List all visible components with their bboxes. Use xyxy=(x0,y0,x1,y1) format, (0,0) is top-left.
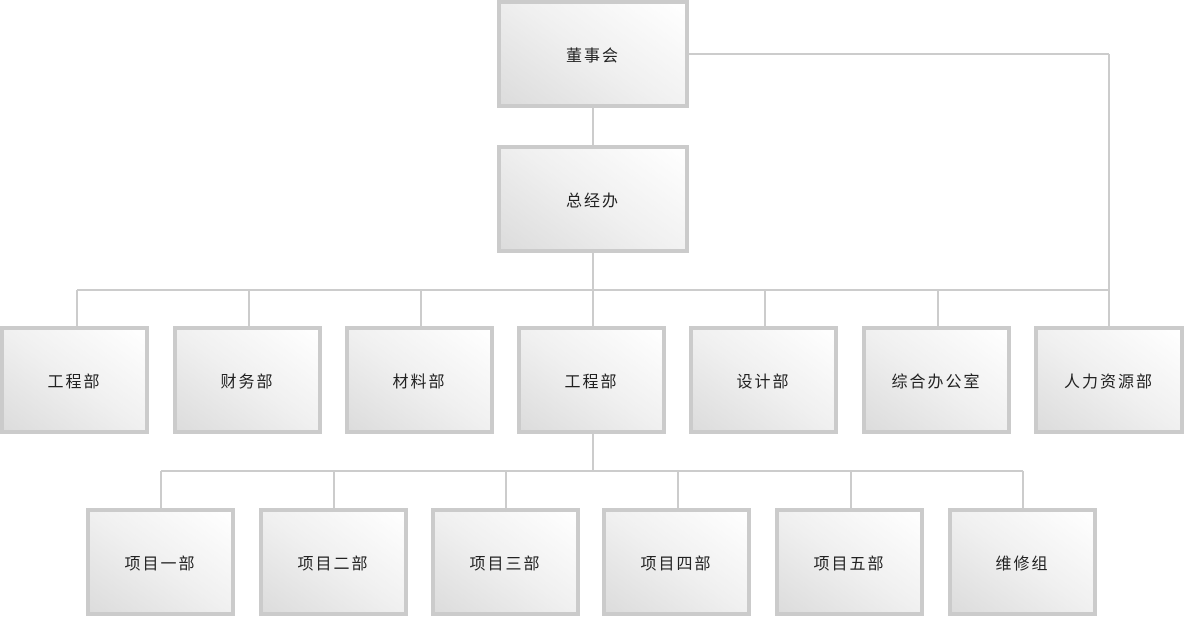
node-label: 项目一部 xyxy=(124,554,197,573)
node-label: 人力资源部 xyxy=(1063,372,1154,391)
node-label: 工程部 xyxy=(47,372,102,391)
node-department: 工程部 xyxy=(517,326,666,434)
node-label: 财务部 xyxy=(220,372,275,391)
node-department: 设计部 xyxy=(689,326,838,434)
node-board: 董事会 xyxy=(497,0,689,108)
node-label: 设计部 xyxy=(736,372,791,391)
node-label: 总经办 xyxy=(565,191,620,210)
node-label: 项目五部 xyxy=(813,554,886,573)
node-label: 董事会 xyxy=(565,46,620,65)
node-department: 人力资源部 xyxy=(1034,326,1184,434)
node-gm-office: 总经办 xyxy=(497,145,689,253)
node-label: 材料部 xyxy=(392,372,447,391)
node-department: 材料部 xyxy=(345,326,494,434)
node-department: 综合办公室 xyxy=(862,326,1011,434)
node-department: 财务部 xyxy=(173,326,322,434)
node-label: 项目三部 xyxy=(469,554,542,573)
node-sub-unit: 维修组 xyxy=(948,508,1097,616)
node-label: 项目二部 xyxy=(297,554,370,573)
node-label: 综合办公室 xyxy=(891,372,982,391)
node-label: 维修组 xyxy=(995,554,1050,573)
node-sub-unit: 项目一部 xyxy=(86,508,235,616)
node-department: 工程部 xyxy=(0,326,149,434)
node-sub-unit: 项目五部 xyxy=(775,508,924,616)
node-sub-unit: 项目三部 xyxy=(431,508,580,616)
node-label: 项目四部 xyxy=(640,554,713,573)
node-label: 工程部 xyxy=(564,372,619,391)
node-sub-unit: 项目四部 xyxy=(602,508,751,616)
node-sub-unit: 项目二部 xyxy=(259,508,408,616)
